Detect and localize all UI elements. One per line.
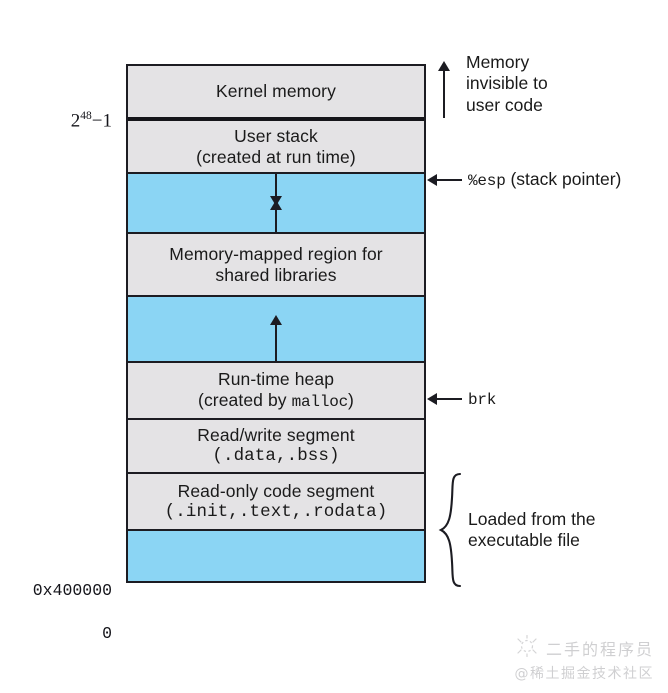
esp-annotation: %esp (stack pointer) [468, 169, 621, 192]
loaded-from-executable-brace [438, 472, 464, 588]
segment-heap-growth-gap [128, 297, 424, 363]
watermark-author: 二手的程序员 [545, 640, 654, 659]
heap-up-arrow-head [269, 315, 282, 325]
kernel-memory-arrow-head [437, 61, 450, 71]
brk-annotation: brk [468, 388, 496, 411]
segment-label-line2: (created by malloc) [198, 390, 354, 412]
kernel-note-line1: Memory [466, 52, 530, 72]
segment-read-write: Read/write segment (.data,.bss) [128, 420, 424, 474]
segment-stack-growth-gap [128, 174, 424, 234]
segment-label-line1: User stack [234, 125, 318, 146]
watermark: 二手的程序员 @稀土掘金技术社区 [514, 634, 655, 683]
address-top-base: 2 [70, 110, 81, 132]
address-label-top: 248−1 [71, 110, 112, 132]
watermark-handle: @稀土掘金技术社区 [514, 666, 654, 682]
stack-up-arrow-head [269, 200, 282, 210]
segment-label-line2: (.data,.bss) [212, 446, 340, 466]
heap-paren-close: ) [348, 389, 354, 410]
segment-kernel-memory: Kernel memory [128, 66, 424, 121]
kernel-memory-up-arrow [437, 61, 450, 118]
memory-layout-column: Kernel memory User stack (created at run… [126, 64, 426, 583]
esp-pointer-arrow [427, 173, 462, 186]
stack-down-arrow-shaft [275, 174, 277, 196]
kernel-note-line3: user code [466, 94, 543, 115]
watermark-row: 二手的程序员 [515, 634, 654, 661]
segment-label-line1: Read-only code segment [177, 480, 375, 501]
segment-memory-mapped-region: Memory-mapped region for shared librarie… [128, 234, 424, 297]
segment-unused-low-memory [128, 531, 424, 581]
esp-description-label: (stack pointer) [510, 169, 622, 189]
address-label-code-start: 0x400000 [32, 581, 112, 600]
address-top-suffix: −1 [91, 110, 112, 132]
segment-label-line1: Run-time heap [217, 369, 335, 390]
malloc-symbol: malloc [291, 392, 349, 411]
brk-label: brk [468, 391, 497, 409]
kernel-note-line2: invisible to [466, 73, 548, 94]
brk-pointer-arrow-head [427, 392, 437, 405]
segment-label-line1: Memory-mapped region for [169, 243, 383, 264]
kernel-memory-note: Memory invisible to user code [466, 52, 548, 116]
segment-label-line2: (.init,.text,.rodata) [164, 501, 388, 522]
esp-pointer-arrow-head [427, 173, 437, 186]
segment-label-line2: (created at run time) [196, 146, 356, 167]
segment-label-line1: Read/write segment [197, 425, 355, 446]
loaded-from-executable-note: Loaded from the executable file [468, 509, 595, 552]
segment-read-only-code: Read-only code segment (.init,.text,.rod… [128, 474, 424, 531]
heap-up-arrow-shaft [275, 325, 277, 361]
esp-register-label: %esp [468, 172, 506, 190]
segment-run-time-heap: Run-time heap (created by malloc) [128, 363, 424, 420]
segment-label-line2: shared libraries [215, 264, 337, 285]
sparkle-icon [515, 634, 539, 661]
segment-label-line1: Kernel memory [216, 81, 336, 102]
brk-pointer-arrow [427, 392, 462, 405]
address-top-exponent: 48 [80, 110, 92, 122]
segment-user-stack: User stack (created at run time) [128, 121, 424, 174]
stack-up-arrow-shaft [275, 210, 277, 232]
loaded-note-line1: Loaded from the [468, 509, 596, 529]
loaded-note-line2: executable file [468, 530, 580, 551]
address-label-zero: 0 [102, 624, 112, 643]
heap-paren-open: (created by [198, 389, 292, 410]
